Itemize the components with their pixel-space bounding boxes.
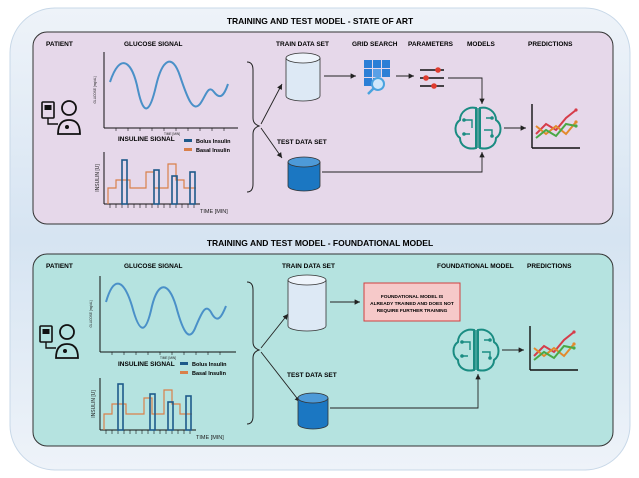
bottom-legend-bolus: Bolus Insulin: [192, 362, 227, 368]
top-model-icon: [454, 106, 502, 150]
top-predictions-label: PREDICTIONS: [528, 41, 573, 48]
note-line: REQUIRE FURTHER TRAINING: [377, 308, 448, 314]
top-predictions-icon: [531, 104, 580, 149]
bottom-panel: [32, 253, 614, 447]
top-arrow-to-train: [260, 83, 283, 125]
bottom-insulin-ylabel: INSULIN [U]: [91, 390, 97, 418]
top-train-cylinder: [285, 52, 321, 102]
top-bolus-bar: [171, 175, 178, 205]
bottom-predictions-label: PREDICTIONS: [527, 263, 572, 270]
top-panel: [32, 31, 614, 225]
top-insuline-label: INSULINE SIGNAL: [118, 136, 175, 143]
top-test-cylinder: [287, 156, 321, 192]
top-legend-bolus: Bolus Insulin: [196, 139, 231, 145]
grid-search-icon: [364, 60, 390, 95]
bottom-basal-line: [103, 389, 192, 430]
bottom-glucose-xlabel: TIME [MIN]: [160, 356, 176, 360]
bottom-bolus-bar: [149, 393, 156, 431]
bottom-brace: [246, 281, 261, 425]
top-bolus-bar: [189, 171, 196, 205]
top-brace: [246, 61, 261, 193]
top-bolus-bar: [121, 159, 128, 205]
bottom-glucose-ylabel: GLUCOSE [mg/dL]: [89, 300, 93, 327]
bottom-glucose-line: [105, 282, 227, 336]
bottom-bolus-bar: [185, 395, 192, 431]
bottom-arrow-to-test: [260, 351, 301, 403]
bottom-model-icon: [452, 328, 500, 372]
patient-icon: [41, 100, 81, 135]
note-line: ALREADY TRAINED AND DOES NOT: [370, 301, 454, 307]
top-title: TRAINING AND TEST MODEL - STATE OF ART: [227, 16, 414, 26]
top-legend-basal: Basal Insulin: [196, 148, 231, 154]
bottom-insuline-label: INSULINE SIGNAL: [118, 361, 175, 368]
foundational-note: FOUNDATIONAL MODEL IS ALREADY TRAINED AN…: [363, 282, 461, 322]
bottom-arrow-test-to-model: [330, 374, 481, 409]
bottom-legend: Bolus Insulin Basal Insulin: [180, 362, 227, 377]
top-glucose-line: [109, 60, 229, 110]
top-glucose-xlabel: TIME [MIN]: [164, 132, 180, 136]
top-arrow-test-to-model: [322, 152, 485, 173]
note-line: FOUNDATIONAL MODEL IS: [381, 294, 444, 300]
top-insulin-xlabel: TIME [MIN]: [200, 209, 228, 215]
bottom-glucose-label: GLUCOSE SIGNAL: [124, 263, 183, 270]
top-glucose-ylabel: GLUCOSE [mg/dL]: [93, 76, 97, 103]
top-arrow-to-test: [260, 127, 283, 159]
bottom-train-cylinder: [287, 274, 327, 332]
bottom-bolus-bar: [167, 401, 174, 431]
top-grid-label: GRID SEARCH: [352, 41, 398, 48]
top-insulin-ylabel: INSULIN [U]: [95, 164, 101, 192]
parameters-icon: [420, 67, 444, 89]
bottom-legend-basal: Basal Insulin: [192, 371, 227, 377]
bottom-arrow-to-train: [260, 313, 289, 349]
top-insulin-plot: INSULIN [U] TIME [MIN]: [95, 152, 228, 215]
bottom-title: TRAINING AND TEST MODEL - FOUNDATIONAL M…: [207, 238, 433, 248]
top-patient-label: PATIENT: [46, 41, 73, 48]
top-models-label: MODELS: [467, 41, 495, 48]
top-bolus-bar: [153, 169, 160, 205]
top-glucose-label: GLUCOSE SIGNAL: [124, 41, 183, 48]
patient-icon: [39, 324, 79, 359]
bottom-foundational-label: FOUNDATIONAL MODEL: [437, 263, 514, 270]
top-test-label: TEST DATA SET: [277, 139, 327, 146]
bottom-insulin-xlabel: TIME [MIN]: [196, 435, 224, 441]
bottom-glucose-plot: TIME [MIN] GLUCOSE [mg/dL]: [89, 276, 236, 360]
top-parameters-label: PARAMETERS: [408, 41, 454, 48]
top-arrow-to-model: [448, 77, 485, 104]
bottom-test-label: TEST DATA SET: [287, 372, 337, 379]
bottom-insulin-plot: INSULIN [U] TIME [MIN]: [91, 378, 224, 441]
bottom-bolus-bar: [117, 383, 124, 431]
bottom-predictions-icon: [529, 326, 578, 371]
bottom-test-cylinder: [297, 392, 329, 430]
bottom-train-label: TRAIN DATA SET: [282, 263, 335, 270]
top-legend: Bolus Insulin Basal Insulin: [184, 139, 231, 154]
top-glucose-plot: TIME [MIN] GLUCOSE [mg/dL]: [93, 52, 238, 136]
bottom-patient-label: PATIENT: [46, 263, 73, 270]
top-train-label: TRAIN DATA SET: [276, 41, 329, 48]
